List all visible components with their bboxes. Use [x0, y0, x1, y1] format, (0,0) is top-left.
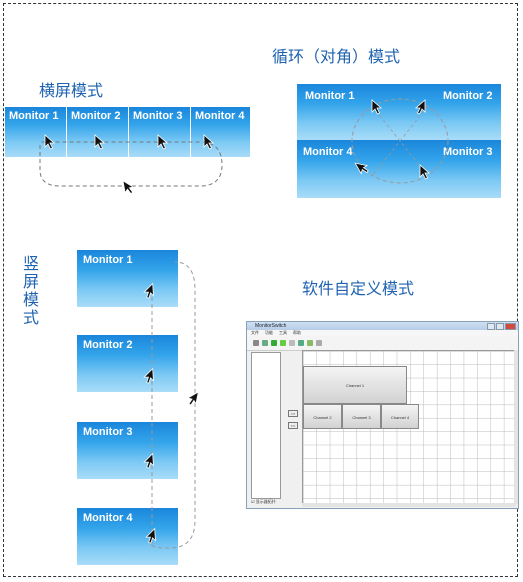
horizontal-mode-title: 横屏模式 — [39, 81, 104, 100]
software-window: MonitorSwitch 文件 功能 工具 帮助 >> << ☑ 显示器拓扑 … — [246, 321, 519, 509]
cycle-monitor-1: Monitor 1 — [297, 84, 399, 140]
menu-help[interactable]: 帮助 — [293, 330, 301, 335]
remove-button[interactable]: << — [288, 422, 298, 429]
horizontal-monitor-4: Monitor 4 — [191, 107, 250, 157]
vertical-monitor-2: Monitor 2 — [77, 335, 178, 392]
monitor-label: Monitor 1 — [9, 110, 59, 122]
horizontal-monitor-3: Monitor 3 — [129, 107, 190, 157]
monitor-label: Monitor 4 — [83, 512, 133, 524]
cycle-mode-title: 循环（对角）模式 — [272, 47, 401, 66]
cycle-monitor-3: Monitor 3 — [399, 140, 501, 198]
close-icon[interactable] — [505, 323, 516, 330]
split-icon[interactable] — [289, 340, 295, 346]
minimize-icon[interactable] — [487, 323, 495, 330]
topology-checkbox[interactable]: ☑ 显示器拓扑 — [251, 499, 276, 504]
vertical-monitor-3: Monitor 3 — [77, 422, 178, 479]
monitor-label: Monitor 1 — [305, 90, 355, 102]
monitor-label: Monitor 2 — [83, 339, 133, 351]
save-icon[interactable] — [271, 340, 277, 346]
monitor-label: Monitor 4 — [195, 110, 245, 122]
vertical-title-char: 式 — [22, 308, 39, 327]
monitor-label: Monitor 2 — [443, 90, 493, 102]
cycle-monitor-4: Monitor 4 — [297, 140, 399, 198]
redo-icon[interactable] — [307, 340, 313, 346]
cycle-monitor-2: Monitor 2 — [399, 84, 501, 140]
undo-icon[interactable] — [298, 340, 304, 346]
window-controls — [487, 323, 516, 330]
refresh-icon[interactable] — [316, 340, 322, 346]
dashed-frame — [3, 3, 518, 577]
window-menubar: 文件 功能 工具 帮助 — [247, 330, 518, 336]
vertical-mode-title: 竖 屏 模 式 — [22, 255, 40, 327]
menu-function[interactable]: 功能 — [265, 330, 273, 335]
channel-block-4[interactable]: Channel 4 — [381, 404, 419, 429]
channel-block-2[interactable]: Channel 2 — [303, 404, 342, 429]
monitor-label: Monitor 4 — [303, 146, 353, 158]
new-icon[interactable] — [253, 340, 259, 346]
channel-block-3[interactable]: Channel 3 — [342, 404, 381, 429]
window-titlebar: MonitorSwitch — [247, 322, 518, 330]
vertical-title-char: 模 — [22, 290, 39, 309]
vertical-monitor-1: Monitor 1 — [77, 250, 178, 307]
maximize-icon[interactable] — [496, 323, 504, 330]
vertical-title-char: 竖 — [22, 254, 39, 273]
layout-icon[interactable] — [280, 340, 286, 346]
channel-list-panel[interactable] — [251, 352, 281, 499]
layout-grid[interactable]: Channel 1 Channel 2 Channel 3 Channel 4 — [302, 350, 516, 504]
vertical-title-char: 屏 — [22, 272, 39, 291]
window-toolbar — [247, 336, 518, 351]
monitor-label: Monitor 3 — [83, 426, 133, 438]
open-icon[interactable] — [262, 340, 268, 346]
horizontal-scrollbar[interactable] — [302, 503, 516, 507]
window-title: MonitorSwitch — [255, 323, 287, 329]
channel-block-1[interactable]: Channel 1 — [303, 366, 407, 404]
menu-file[interactable]: 文件 — [251, 330, 259, 335]
add-button[interactable]: >> — [288, 410, 298, 417]
menu-tools[interactable]: 工具 — [279, 330, 287, 335]
monitor-label: Monitor 1 — [83, 254, 133, 266]
checkbox-label: 显示器拓扑 — [255, 499, 276, 504]
vertical-monitor-4: Monitor 4 — [77, 508, 178, 565]
software-mode-title: 软件自定义模式 — [302, 279, 415, 298]
monitor-label: Monitor 3 — [443, 146, 493, 158]
horizontal-monitor-1: Monitor 1 — [5, 107, 66, 157]
vertical-scrollbar[interactable] — [514, 350, 518, 504]
monitor-label: Monitor 2 — [71, 110, 121, 122]
monitor-label: Monitor 3 — [133, 110, 183, 122]
horizontal-monitor-2: Monitor 2 — [67, 107, 128, 157]
